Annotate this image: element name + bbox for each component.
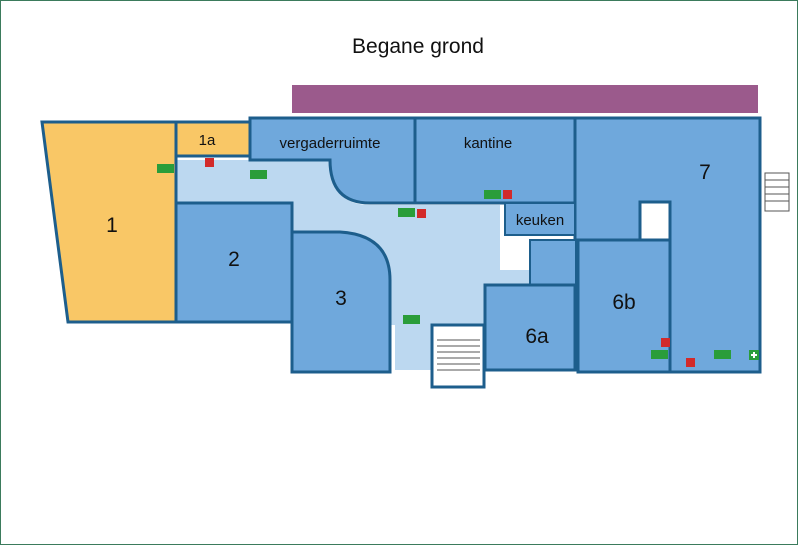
room-2-label: 2 [228, 248, 240, 271]
room-3-area [290, 230, 392, 374]
room-6b-area [576, 238, 672, 374]
room-2-area [174, 201, 294, 324]
first-aid-icon [749, 350, 759, 360]
room-vergaderruimte-area [248, 116, 417, 205]
room-keuken-label: keuken [516, 212, 564, 229]
external-stairs-icon [764, 172, 790, 212]
room-keuken-area [504, 202, 576, 236]
emergency-exit-icon [157, 164, 731, 359]
roof-strip [292, 85, 758, 113]
room-6b-label: 6b [612, 291, 635, 314]
room-3-label: 3 [335, 287, 347, 310]
room-kantine-label: kantine [464, 135, 512, 152]
stairwell [430, 323, 486, 389]
room-7-label: 7 [699, 161, 711, 184]
corridor [176, 160, 530, 370]
room-1a-label: 1a [199, 132, 216, 149]
room-vergaderruimte-label: vergaderruimte [280, 135, 381, 152]
page-title: Begane grond [352, 35, 484, 58]
stairs-icon [437, 339, 480, 371]
room-6a-area [483, 283, 577, 372]
fire-extinguisher-icon [205, 158, 695, 367]
room-1-label: 1 [106, 214, 118, 237]
room-6a-label: 6a [525, 325, 549, 348]
